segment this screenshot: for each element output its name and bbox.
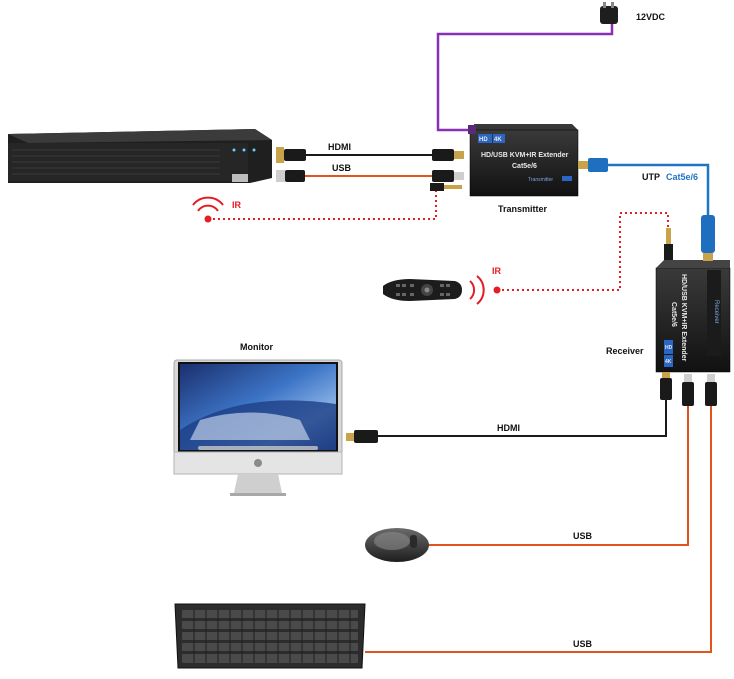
rx-side-text: Receiver: [713, 300, 719, 324]
utp-cable-label: Cat5e/6: [666, 172, 698, 182]
hdmi-plug-dvr: [276, 147, 306, 163]
hdmi-label-top: HDMI: [328, 142, 351, 152]
ir-signal-icon: [192, 196, 224, 223]
usb-label-mouse: USB: [573, 531, 593, 541]
tx-title: HD/USB KVM+IR Extender: [481, 152, 569, 159]
hdmi-plug-monitor: [346, 430, 378, 443]
power-adapter-icon: [600, 2, 618, 24]
transmitter-box: HD 4K HD/USB KVM+IR Extender Cat5e/6 Tra…: [469, 124, 579, 197]
tx-badge-4k: 4K: [494, 137, 502, 143]
utp-plug-rx: [701, 215, 715, 261]
tx-power-plug: [468, 125, 476, 134]
transmitter-label: Transmitter: [498, 204, 548, 214]
usb-label-keyboard: USB: [573, 639, 593, 649]
usb-cable-keyboard: [365, 406, 712, 653]
hdmi-plug-rx: [660, 372, 672, 400]
usb-label-top: USB: [332, 163, 352, 173]
utp-cable: [608, 163, 710, 215]
utp-plug-tx: [578, 158, 608, 172]
tx-badge-hd: HD: [479, 137, 488, 143]
usb-plug-dvr: [276, 170, 305, 182]
tx-side-text: Transmitter: [528, 177, 553, 183]
mouse: [365, 528, 429, 562]
hdmi-label-bottom: HDMI: [497, 423, 520, 433]
power-cable: [436, 22, 614, 132]
rx-badge-4k: 4K: [665, 359, 672, 365]
usb-plug-rx-1: [682, 374, 694, 406]
ir-label-remote: IR: [492, 266, 502, 276]
usb-plug-rx-2: [705, 374, 717, 406]
hdmi-plug-tx: [432, 149, 464, 161]
hdmi-cable-bottom: [378, 400, 667, 437]
rx-title: HD/USB KVM+IR Extender: [680, 274, 687, 362]
ir-plug-tx: [430, 183, 462, 191]
rx-cable: Cat5e/6: [670, 302, 677, 327]
usb-plug-tx: [432, 170, 464, 182]
ir-plug-rx: [664, 228, 673, 260]
monitor: [173, 359, 343, 496]
dvr-device: [8, 129, 272, 183]
receiver-box: Receiver HD/USB KVM+IR Extender Cat5e/6 …: [655, 260, 731, 373]
usb-cable-mouse: [428, 406, 689, 546]
ir-line-top: [208, 190, 437, 220]
rx-badge-hd: HD: [665, 345, 673, 351]
ir-line-right: [497, 212, 669, 291]
receiver-label: Receiver: [606, 346, 644, 356]
ir-signal-icon-remote: [469, 275, 501, 305]
power-label: 12VDC: [636, 12, 666, 22]
tx-cable: Cat5e/6: [512, 163, 537, 170]
ir-label-left: IR: [232, 200, 242, 210]
utp-prefix-label: UTP: [642, 172, 660, 182]
keyboard: [174, 603, 366, 669]
monitor-label: Monitor: [240, 342, 273, 352]
remote-control: [383, 279, 462, 301]
